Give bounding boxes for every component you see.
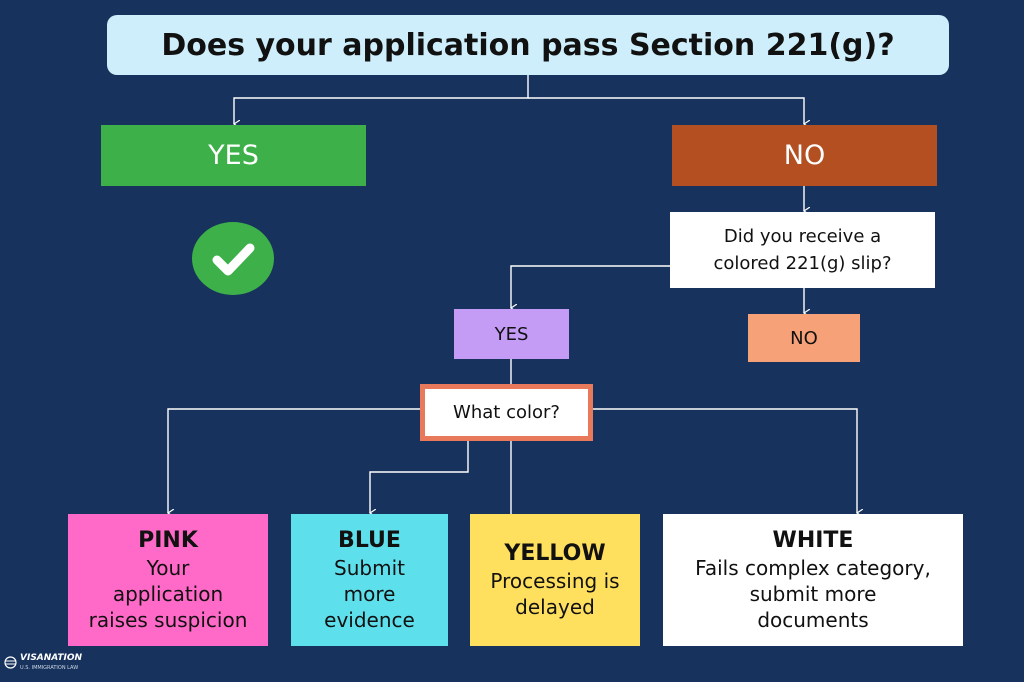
blue-slip-card: BLUE Submit more evidence (291, 514, 448, 646)
pink-line: raises suspicion (88, 608, 248, 632)
yes-label: YES (208, 140, 259, 171)
connector-color-pink (168, 408, 420, 513)
white-slip-card: WHITE Fails complex category, submit mor… (663, 514, 963, 646)
slip-no-label: NO (790, 327, 818, 349)
check-circle-icon (192, 222, 274, 295)
globe-icon (4, 656, 17, 669)
connector-title-yes (234, 75, 529, 124)
yellow-line: Processing is (490, 569, 620, 593)
blue-heading: BLUE (338, 528, 401, 553)
visanation-logo: VISANATION U.S. IMMIGRATION LAW (4, 653, 94, 677)
yellow-heading: YELLOW (504, 541, 606, 566)
yellow-line: delayed (515, 595, 595, 619)
white-line: submit more (749, 582, 877, 606)
logo-tagline: U.S. IMMIGRATION LAW (20, 665, 79, 671)
no-box: NO (672, 125, 937, 186)
pink-slip-card: PINK Your application raises suspicion (68, 514, 268, 646)
slip-yes-box: YES (454, 309, 569, 359)
yes-box: YES (101, 125, 366, 186)
white-line: Fails complex category, (695, 556, 931, 580)
slip-no-box: NO (748, 314, 860, 362)
slip-yes-label: YES (494, 323, 529, 345)
what-color-label: What color? (453, 402, 560, 423)
connector-title-no (528, 97, 804, 124)
page-title: Does your application pass Section 221(g… (107, 15, 949, 75)
slip-question-line1: Did you receive a (723, 226, 882, 247)
yellow-slip-card: YELLOW Processing is delayed (470, 514, 640, 646)
slip-question-line2: colored 221(g) slip? (713, 253, 892, 274)
no-label: NO (783, 140, 826, 171)
white-heading: WHITE (772, 528, 854, 553)
blue-line: Submit (334, 556, 405, 580)
connector-color-white (593, 408, 857, 513)
pink-heading: PINK (138, 528, 198, 553)
blue-line: more (343, 582, 396, 606)
title-text: Does your application pass Section 221(g… (161, 27, 895, 63)
blue-line: evidence (324, 608, 415, 632)
pink-line: application (112, 582, 224, 606)
logo-name: VISANATION (20, 653, 83, 663)
connector-slip-yes (511, 265, 670, 308)
what-color-box: What color? (420, 384, 593, 441)
slip-question-box: Did you receive a colored 221(g) slip? (670, 212, 935, 288)
pink-line: Your (146, 556, 190, 580)
connector-color-blue (370, 441, 469, 513)
white-line: documents (757, 608, 869, 632)
